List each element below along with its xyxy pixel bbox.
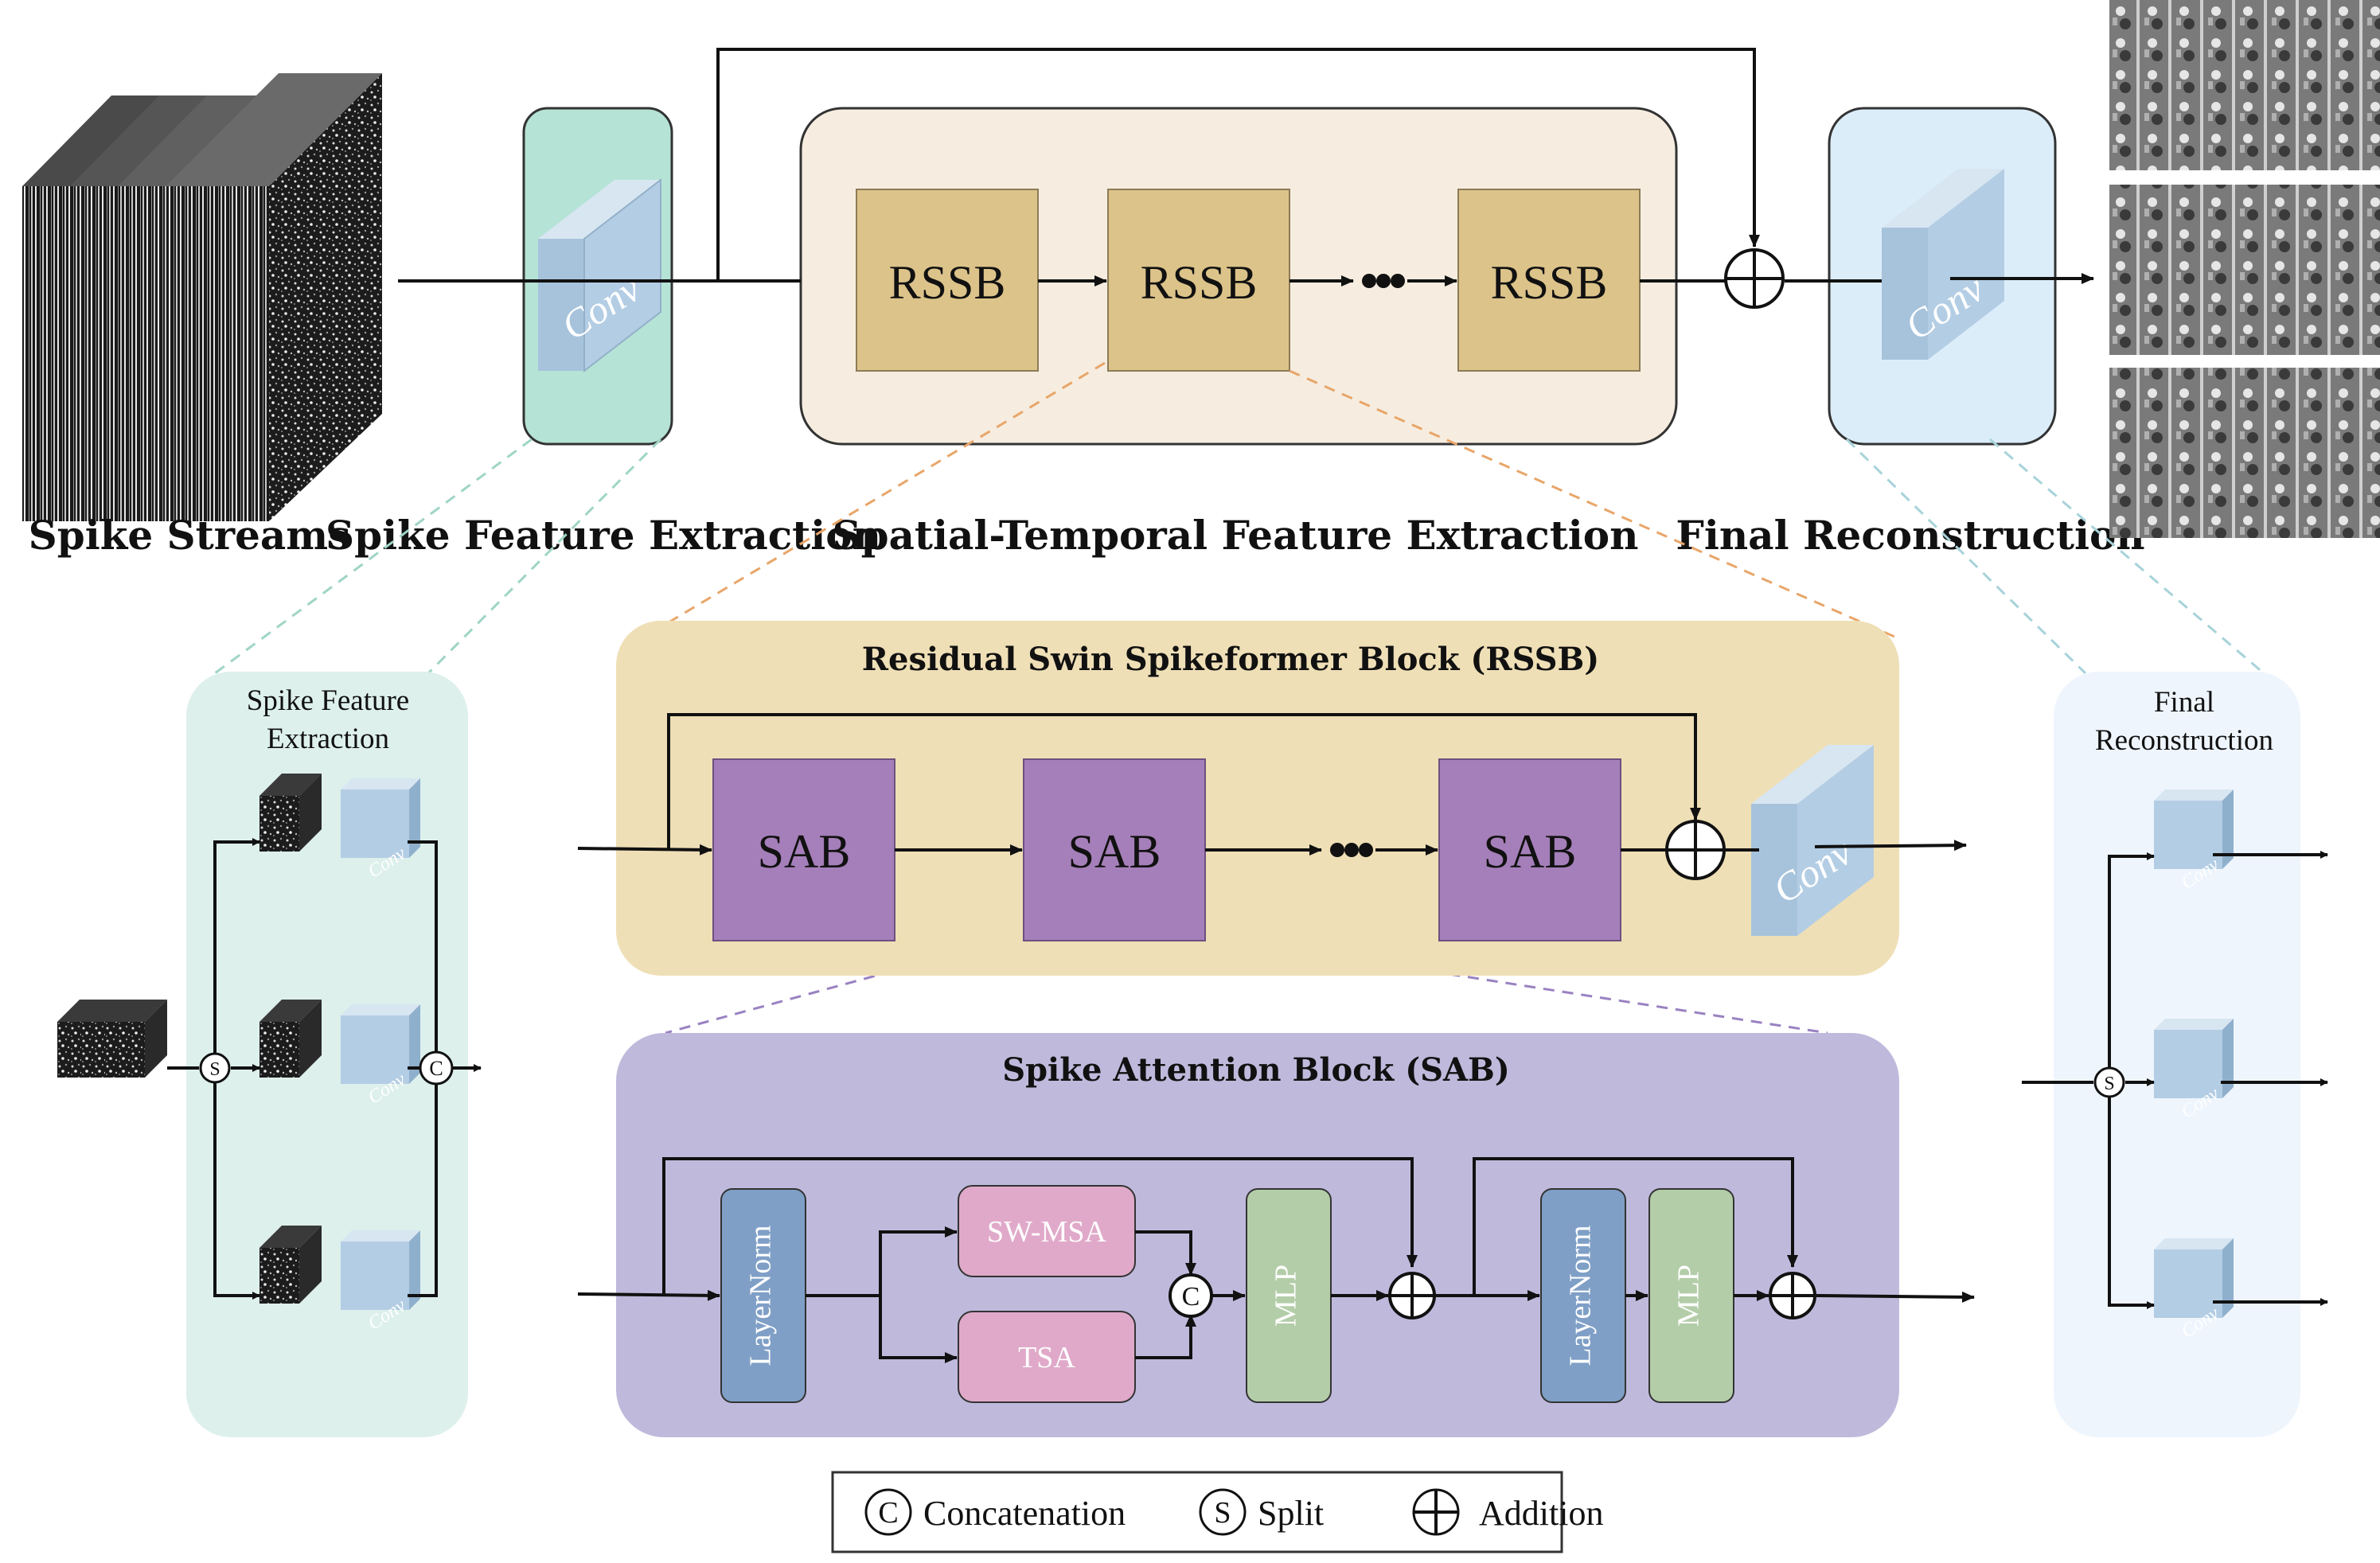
sab-label-1: SAB	[758, 825, 851, 878]
label-spike-feature-extraction: Spike Feature Extraction	[326, 512, 881, 559]
rssb-block-1	[856, 189, 1039, 372]
legend-concatenation: C Concatenation	[864, 1488, 1126, 1536]
sab-block-1	[712, 758, 895, 941]
sfe-detail-title-2: Extraction	[267, 723, 389, 755]
layernorm-label-1: LayerNorm	[744, 1225, 778, 1366]
sfe-connections	[167, 838, 482, 1300]
mlp-label-2: MLP	[1672, 1265, 1706, 1327]
svg-text:Split: Split	[1258, 1494, 1324, 1533]
svg-text:C: C	[878, 1496, 898, 1530]
output-image-2	[2109, 185, 2380, 355]
layernorm-label-2: LayerNorm	[1564, 1225, 1598, 1366]
swmsa-label: SW-MSA	[987, 1215, 1106, 1249]
sab-detail-title: Spike Attention Block (SAB)	[1002, 1051, 1510, 1089]
svg-text:C: C	[429, 1057, 443, 1080]
concat-op-sfe: C	[419, 1050, 454, 1086]
rssb-detail-title: Residual Swin Spikeformer Block (RSSB)	[862, 641, 1599, 678]
rssb-block-2	[1107, 189, 1290, 372]
top-connections	[398, 48, 2094, 288]
sab-block-3	[1438, 758, 1621, 941]
addition-op-sab-2	[1769, 1272, 1816, 1319]
svg-text:S: S	[1214, 1496, 1231, 1530]
fr-connections	[2022, 851, 2328, 1309]
addition-op-rssb	[1665, 820, 1726, 880]
output-image-1	[2109, 0, 2380, 170]
tsa-label: TSA	[1018, 1341, 1075, 1374]
split-op-fr: S	[2093, 1066, 2125, 1098]
legend-split: S Split	[1199, 1488, 1324, 1536]
sab-connections	[577, 1157, 1975, 1363]
sab-block-2	[1023, 758, 1206, 941]
rssb-block-3	[1457, 189, 1641, 372]
mlp-label-1: MLP	[1270, 1265, 1303, 1327]
output-image-3	[2109, 368, 2380, 538]
conv-cube-rssb	[1751, 745, 1874, 936]
sfe-input-stack	[57, 1000, 167, 1078]
svg-text:Addition: Addition	[1479, 1494, 1603, 1533]
sab-label-3: SAB	[1484, 825, 1577, 878]
label-spatial-temporal: Spatial-Temporal Feature Extraction	[832, 512, 1638, 559]
label-spike-streams: Spike Streams	[29, 512, 351, 559]
concat-op-sab: C	[1169, 1273, 1213, 1318]
rssb-label-3: RSSB	[1491, 256, 1608, 309]
svg-text:C: C	[1182, 1282, 1200, 1312]
addition-op-sab-1	[1388, 1272, 1436, 1319]
svg-text:Concatenation: Concatenation	[923, 1494, 1126, 1533]
label-final-reconstruction: Final Reconstruction	[1676, 512, 2144, 559]
fr-detail-title-2: Reconstruction	[2095, 724, 2273, 757]
spike-streams-volume	[22, 73, 382, 521]
conv-cube-sfe	[538, 177, 661, 373]
svg-text:S: S	[2104, 1074, 2114, 1094]
legend-addition: Addition	[1412, 1488, 1603, 1536]
sfe-detail-title-1: Spike Feature	[247, 684, 409, 717]
sab-label-2: SAB	[1068, 825, 1161, 878]
fr-detail-title-1: Final	[2154, 686, 2214, 719]
svg-text:S: S	[209, 1059, 220, 1080]
rssb-label-1: RSSB	[889, 256, 1006, 309]
split-op-sfe: S	[199, 1052, 231, 1084]
rssb-label-2: RSSB	[1141, 256, 1258, 309]
addition-op-top	[1724, 248, 1785, 309]
conv-cube-fr	[1882, 169, 2004, 360]
rssb-connections	[577, 713, 1967, 857]
